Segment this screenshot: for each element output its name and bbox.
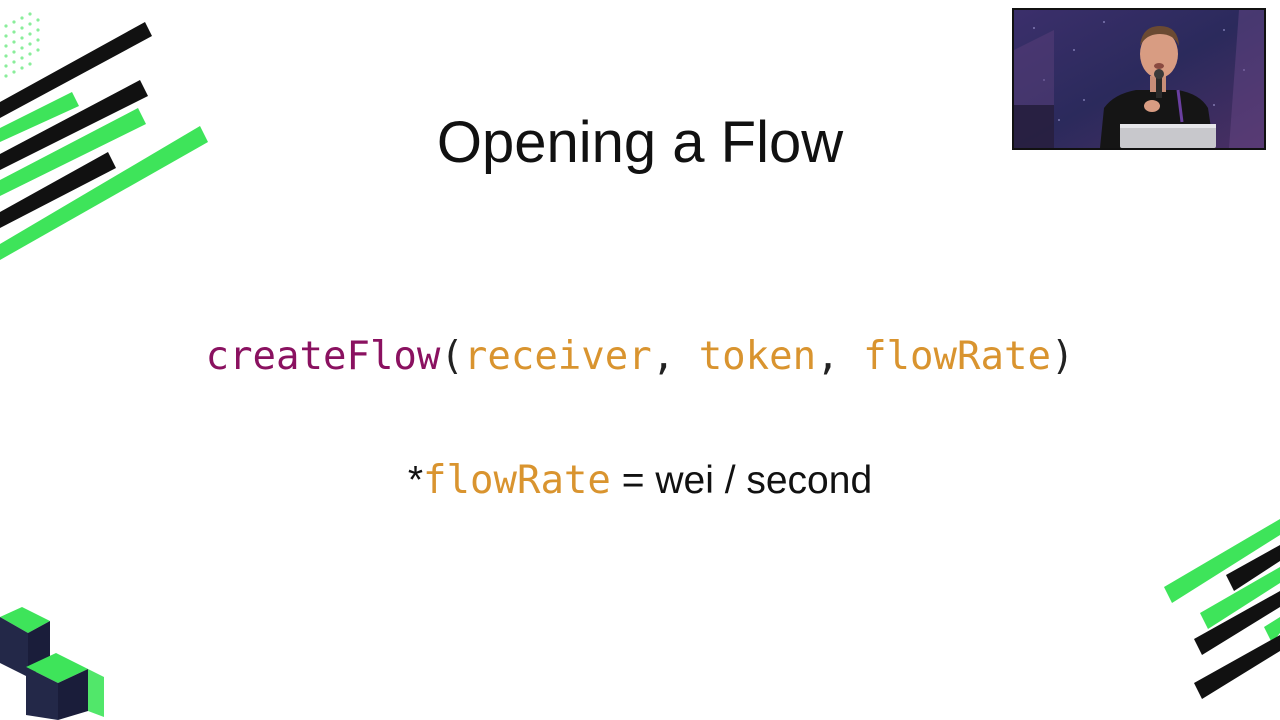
diagonal-stripes-bottom-right-icon	[1164, 519, 1280, 699]
argument-receiver: receiver	[463, 334, 652, 379]
diagonal-stripes-top-left-icon	[0, 12, 208, 260]
speaker-video-overlay	[1012, 8, 1266, 150]
argument-token: token	[698, 334, 817, 379]
close-paren: )	[1050, 334, 1075, 379]
note-asterisk: *	[407, 459, 424, 502]
flowrate-note: *flowRate = wei / second	[0, 458, 1280, 505]
code-snippet: createFlow(receiver, token, flowRate)	[0, 334, 1280, 381]
separator: ,	[816, 334, 864, 379]
note-term: flowRate	[423, 458, 611, 503]
function-name: createFlow	[205, 334, 441, 379]
argument-flowrate: flowRate	[863, 334, 1051, 379]
separator: ,	[651, 334, 699, 379]
isometric-cubes-icon	[0, 607, 104, 720]
note-equals: =	[610, 459, 656, 502]
slide-title: Opening a Flow	[436, 110, 844, 175]
open-paren: (	[440, 334, 464, 379]
speaker-camera-feed-icon	[1014, 10, 1264, 148]
note-definition: wei / second	[655, 459, 873, 502]
